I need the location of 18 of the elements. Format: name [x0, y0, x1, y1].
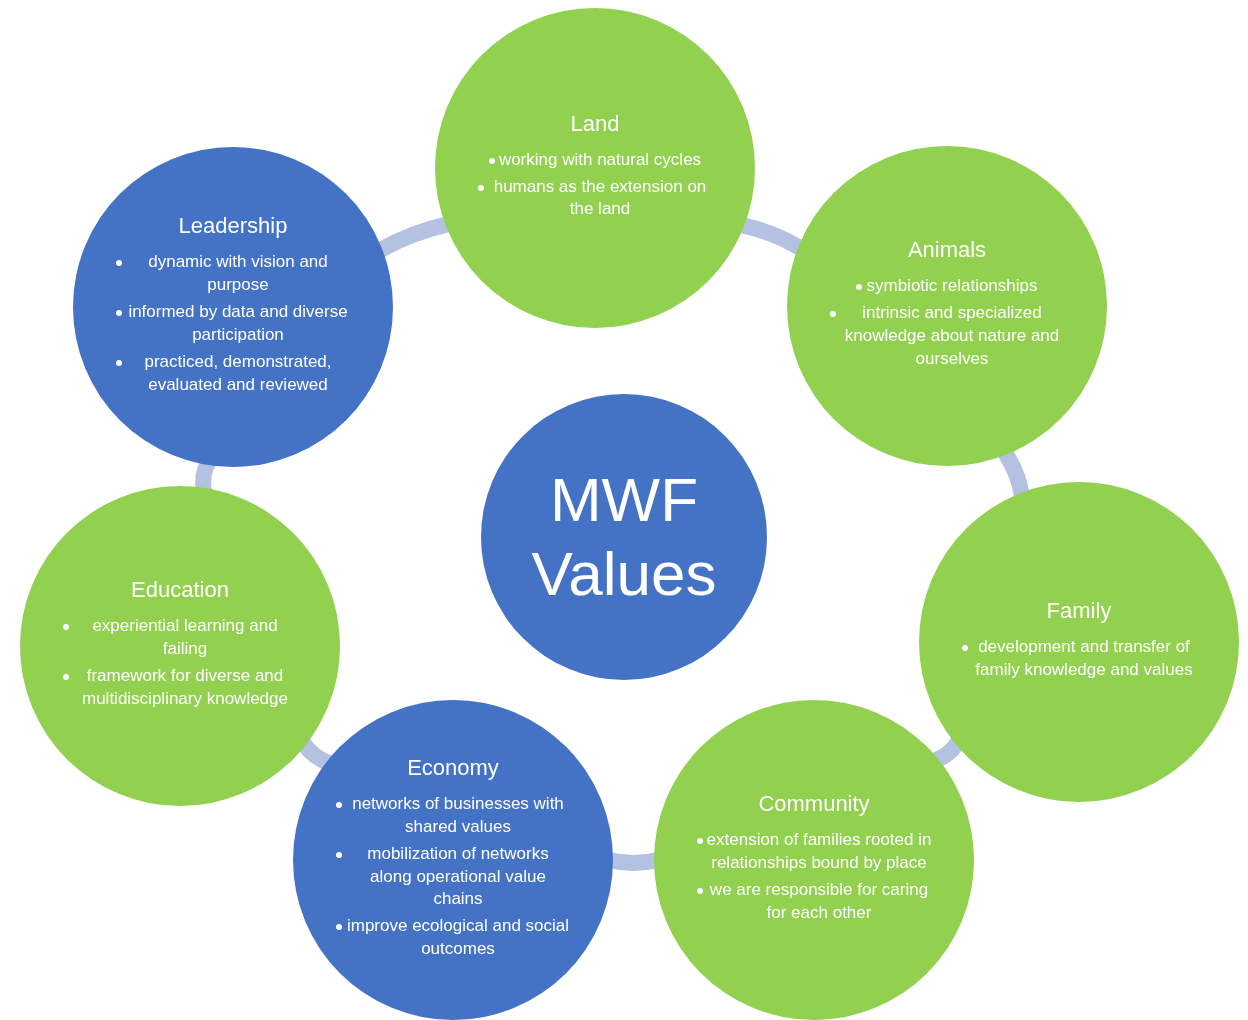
- circle-heading: Education: [131, 577, 229, 604]
- circle-heading: Land: [570, 110, 620, 137]
- bullet-item: we are responsible for caring for each other: [708, 879, 930, 924]
- center-title: MWF Values: [530, 463, 718, 610]
- bullet-item: mobilization of networks along operational value chains: [366, 842, 550, 911]
- circle-heading: Economy: [407, 754, 499, 781]
- bullet-item: humans as the extension on the land: [492, 175, 708, 221]
- circle-heading: Leadership: [178, 213, 288, 240]
- circle-heading: Family: [1046, 598, 1112, 625]
- bullet-item: framework for diverse and multidisciplinary knowledge: [81, 665, 289, 710]
- circle-heading: Animals: [907, 237, 987, 264]
- bullet-item: improve ecological and social outcomes: [345, 915, 571, 961]
- bullet-item: practiced, demonstrated, evaluated and reviewed: [143, 350, 333, 396]
- bullet-item: intrinsic and specialized knowledge about nature and ourselves: [843, 302, 1061, 370]
- bullet-item: working with natural cycles: [498, 148, 702, 171]
- bullet-item: development and transfer of family knowledge and values: [974, 636, 1194, 681]
- bullet-item: symbiotic relationships: [866, 275, 1038, 298]
- circle-heading: Community: [758, 791, 870, 818]
